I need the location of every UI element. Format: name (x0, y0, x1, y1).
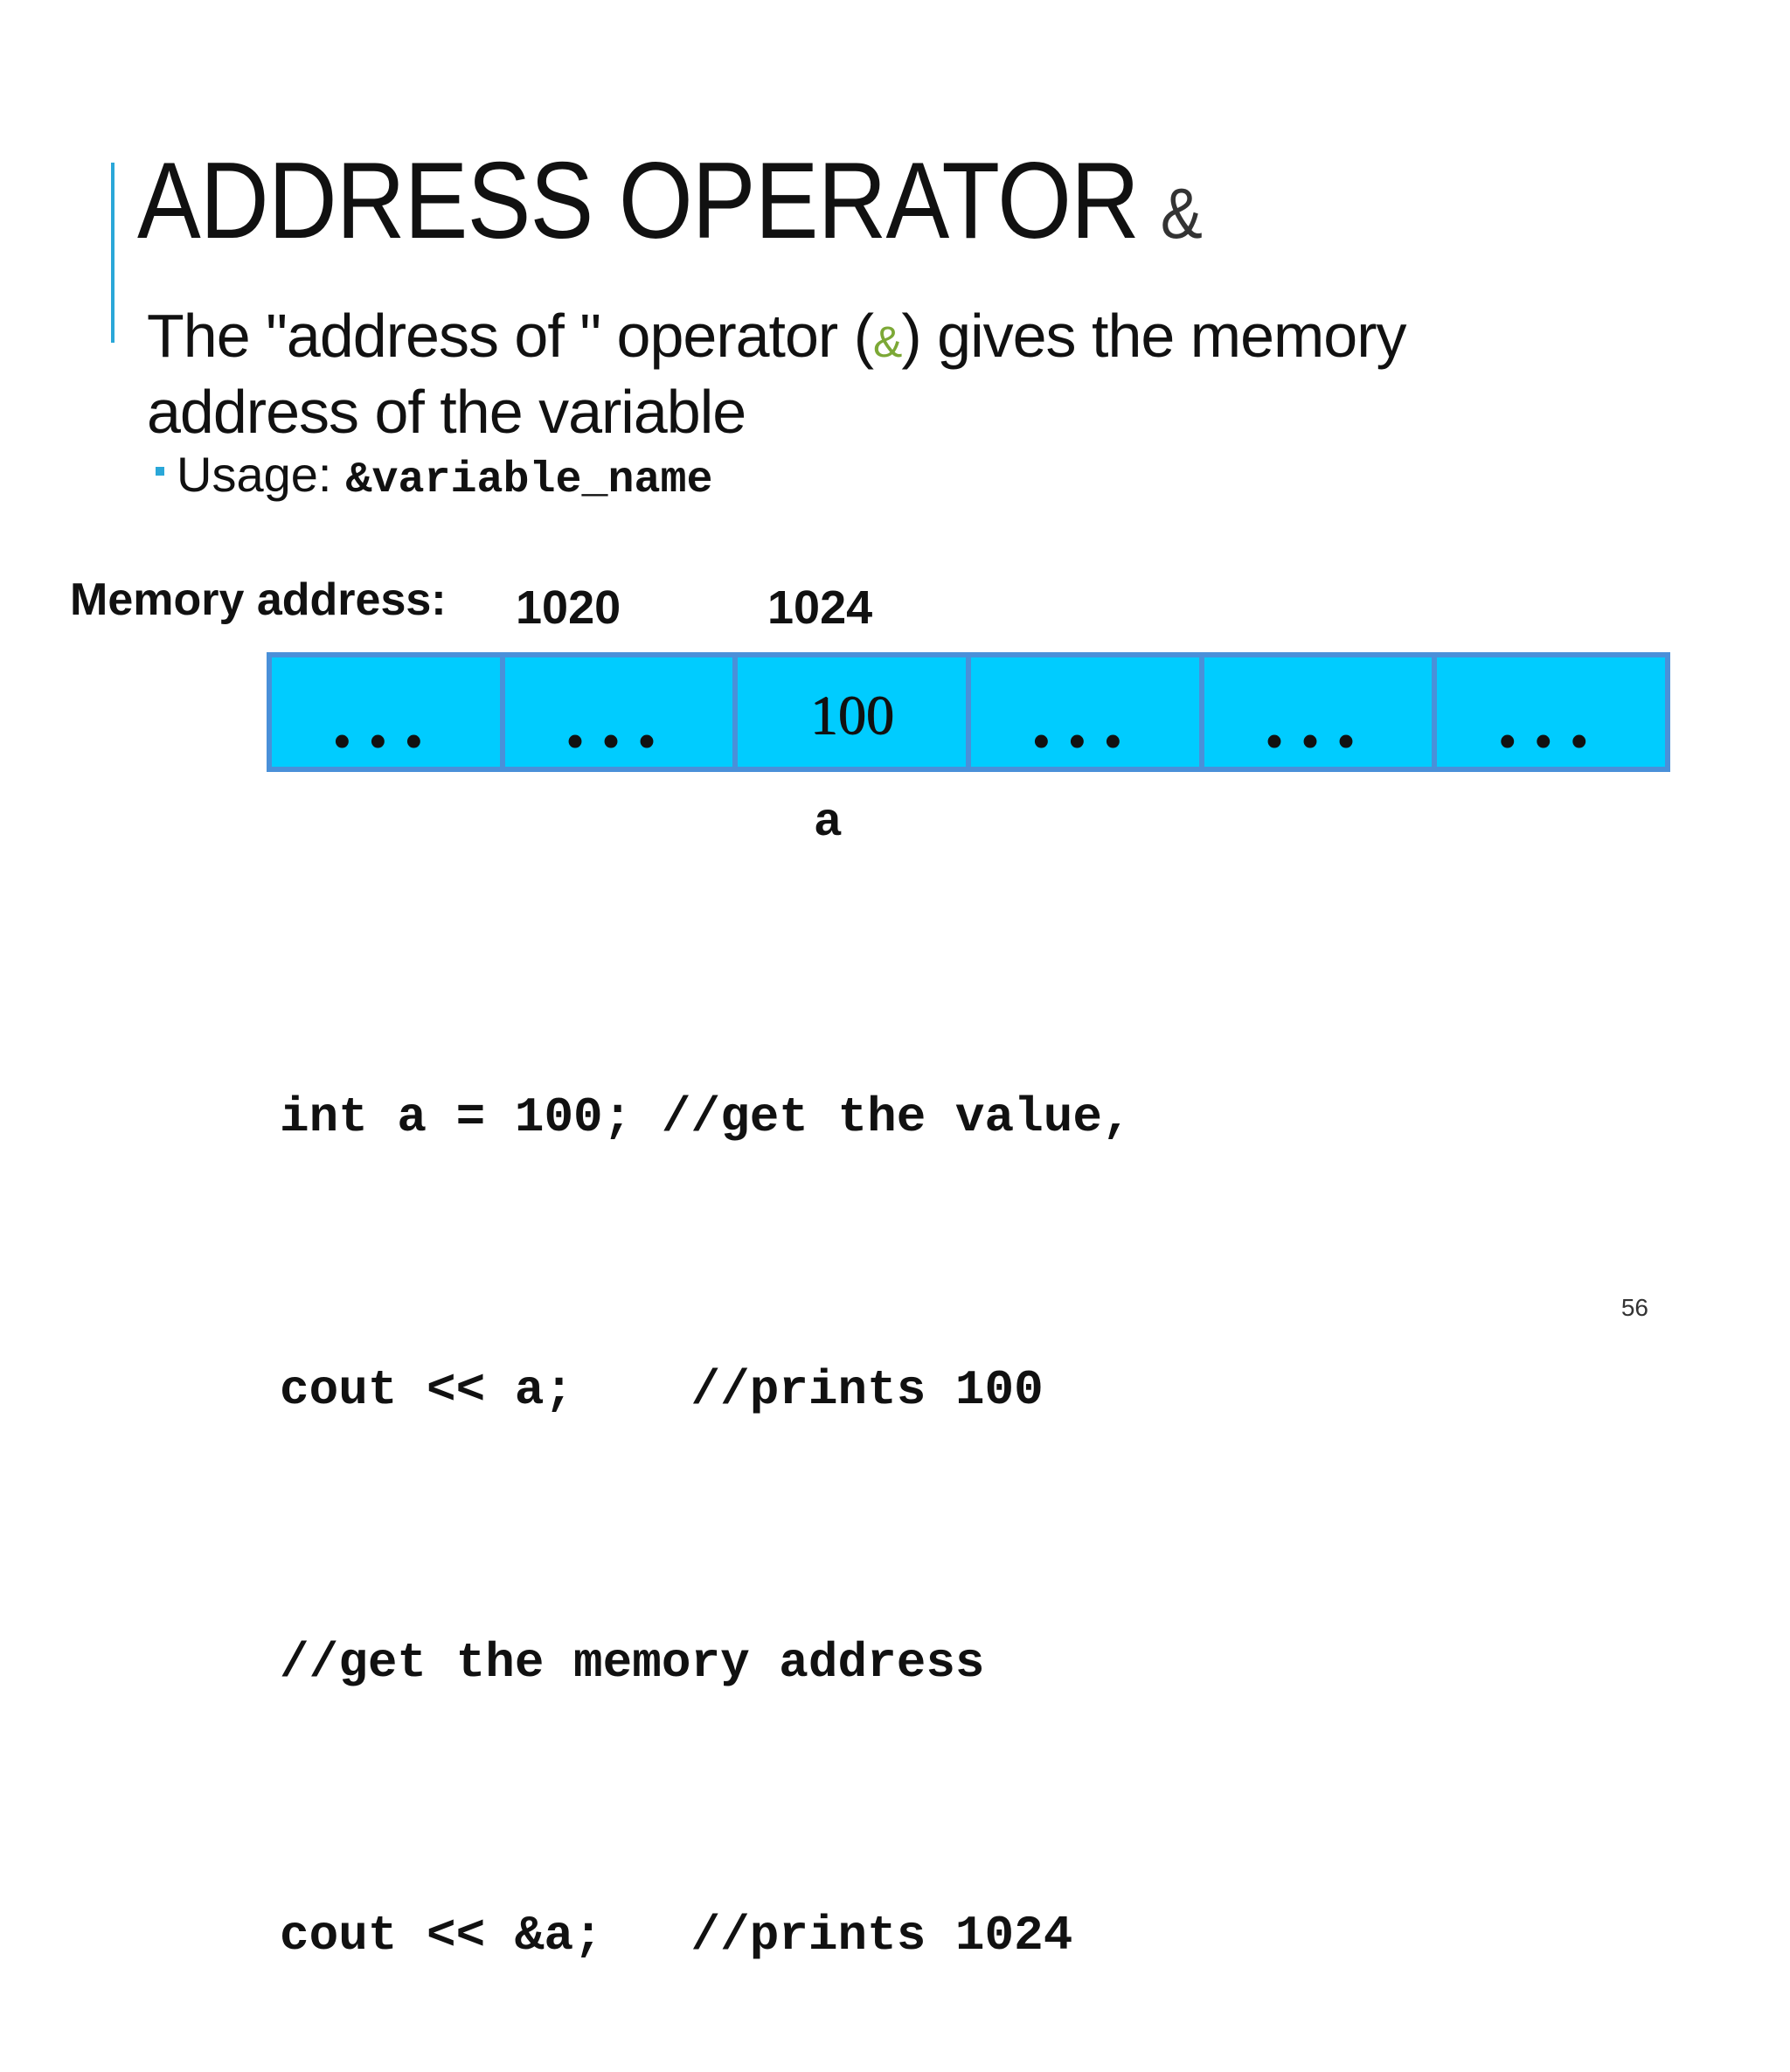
code-line: cout << a; //prints 100 (280, 1362, 1044, 1418)
memory-cell-row: ... ... 100 ... ... ... (267, 652, 1670, 772)
ellipsis-dots: ... (1497, 675, 1606, 764)
memory-cell-2: ... (502, 655, 736, 769)
code-line: cout << &a; //prints 1024 (280, 1908, 1073, 1964)
memory-address-label: Memory address: (70, 574, 447, 625)
usage-label: Usage: (177, 447, 332, 502)
body-text-part2: ) gives the memory address of the variab… (147, 302, 1407, 446)
code-line: //get the memory address (280, 1635, 985, 1691)
variable-label: a (815, 793, 842, 845)
usage-code: &variable_name (345, 455, 713, 505)
memory-address-1020: 1020 (516, 581, 621, 634)
ampersand-symbol: & (873, 317, 902, 366)
page-number: 56 (1620, 1294, 1648, 1321)
bullet-icon (156, 467, 164, 476)
title-accent-bar (111, 163, 114, 343)
ellipsis-dots: ... (331, 675, 440, 764)
memory-address-1024: 1024 (767, 581, 873, 634)
ellipsis-dots: ... (1030, 675, 1139, 764)
slide-title-symbol: & (1160, 174, 1203, 254)
slide-title: ADDRESS OPERATOR& (137, 147, 1203, 255)
memory-cell-1: ... (269, 655, 503, 769)
memory-cell-6: ... (1434, 655, 1669, 769)
slide-body-text: The "address of " operator (&) gives the… (147, 301, 1545, 447)
slide-title-text: ADDRESS OPERATOR (137, 141, 1140, 261)
ellipsis-dots: ... (1264, 675, 1372, 764)
usage-bullet: Usage: &variable_name (156, 444, 713, 511)
body-text-part1: The "address of " operator ( (147, 302, 874, 370)
ellipsis-dots: ... (565, 675, 673, 764)
memory-cell-5: ... (1201, 655, 1435, 769)
memory-cell-value: 100 (809, 684, 894, 746)
memory-cell-4: ... (968, 655, 1202, 769)
memory-cell-3-value: 100 (735, 655, 969, 769)
code-block: int a = 100; //get the value, cout << a;… (280, 890, 1132, 2072)
code-line: int a = 100; //get the value, (280, 1089, 1132, 1145)
